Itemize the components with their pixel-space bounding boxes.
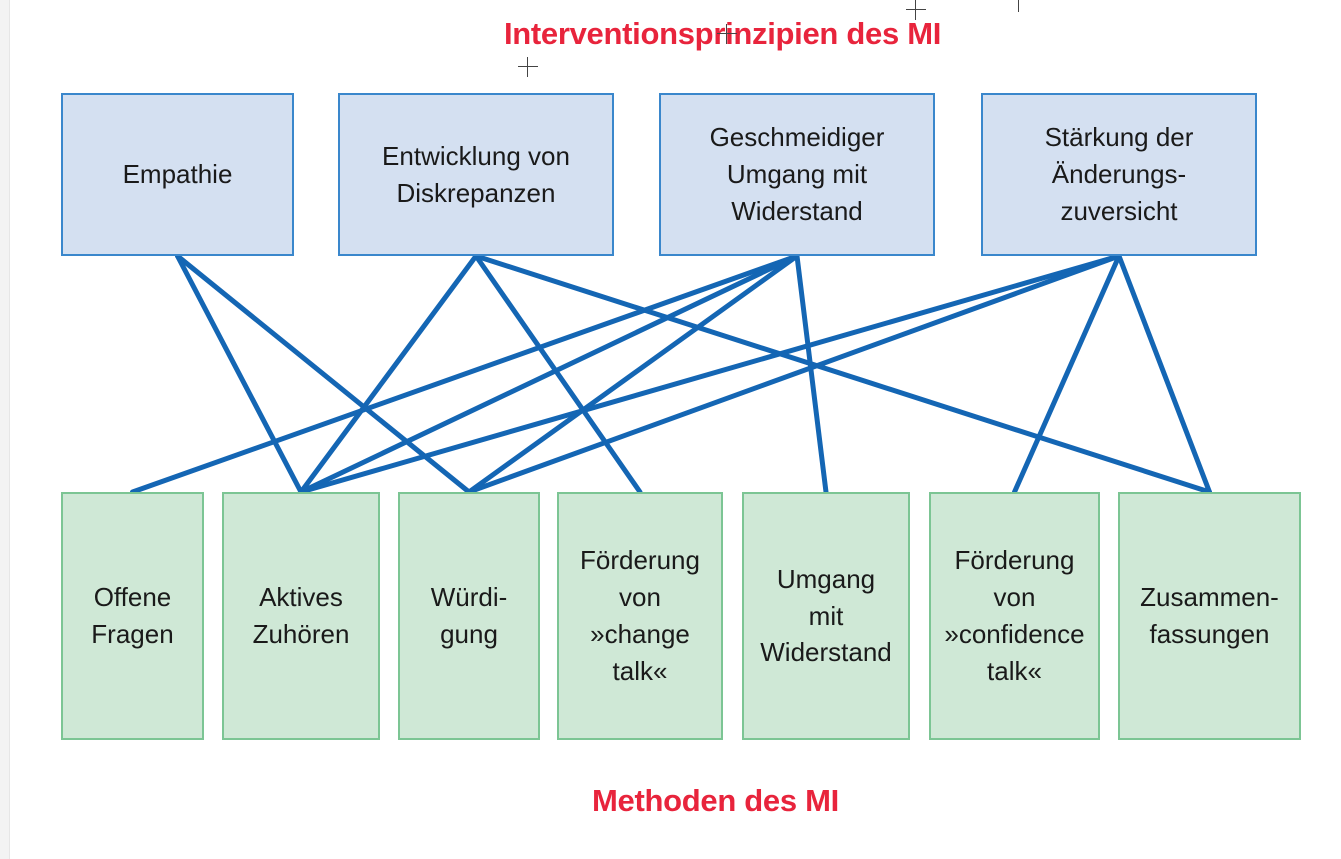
method-umgang-widerstand: Umgang mit Widerstand [742, 492, 910, 740]
connection-widerstand-to-aktives-zuhoeren [298, 253, 800, 495]
crosshair-cursor-icon [717, 24, 737, 44]
connection-zuversicht-to-wuerdigung [466, 253, 1122, 495]
principle-zuversicht: Stärkung der Änderungs- zuversicht [981, 93, 1257, 256]
connection-empathie-to-aktives-zuhoeren [175, 253, 304, 495]
connection-diskrepanzen-to-zusammenfassungen [473, 253, 1212, 495]
method-offene-fragen: Offene Fragen [61, 492, 204, 740]
connection-zuversicht-to-aktives-zuhoeren [298, 253, 1122, 495]
diagram-title-principles: Interventionsprinzipien des MI [503, 16, 942, 51]
connection-diskrepanzen-to-change-talk [473, 253, 643, 495]
connection-widerstand-to-wuerdigung [466, 253, 800, 495]
principle-empathie: Empathie [61, 93, 294, 256]
principle-diskrepanzen: Entwicklung von Diskrepanzen [338, 93, 614, 256]
crosshair-tick-mark [1018, 0, 1019, 12]
diagram-title-methods: Methoden des MI [592, 783, 839, 818]
page-left-margin [0, 0, 10, 859]
crosshair-cursor-icon [518, 57, 538, 77]
connection-empathie-to-wuerdigung [175, 253, 472, 495]
method-change-talk: Förderung von »change talk« [557, 492, 723, 740]
method-wuerdigung: Würdi- gung [398, 492, 540, 740]
connection-diskrepanzen-to-aktives-zuhoeren [298, 253, 479, 495]
connection-widerstand-to-offene-fragen [130, 253, 800, 495]
principle-widerstand: Geschmeidiger Umgang mit Widerstand [659, 93, 935, 256]
method-aktives-zuhoeren: Aktives Zuhören [222, 492, 380, 740]
crosshair-cursor-icon [906, 0, 926, 20]
connection-zuversicht-to-confidence-talk [1012, 253, 1122, 495]
method-zusammenfassungen: Zusammen- fassungen [1118, 492, 1301, 740]
connection-widerstand-to-umgang-widerstand [794, 253, 829, 495]
method-confidence-talk: Förderung von »confidence talk« [929, 492, 1100, 740]
connection-zuversicht-to-zusammenfassungen [1116, 253, 1212, 495]
